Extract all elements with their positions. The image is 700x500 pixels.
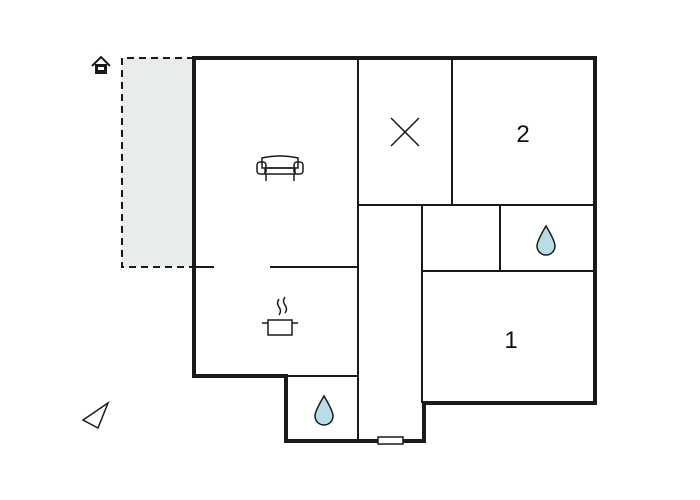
cross-icon [390, 117, 420, 147]
room-label-bedroom-1: 1 [504, 327, 517, 354]
cooking-pot-icon [262, 296, 298, 336]
water-drop-icon [314, 394, 334, 426]
terrace-outline [121, 57, 194, 268]
entrance-door [377, 436, 404, 445]
outer-wall [192, 56, 597, 443]
house-icon [91, 55, 111, 74]
terrace-area [122, 58, 194, 267]
water-drop-icon [536, 224, 556, 256]
room-label-bedroom-2: 2 [516, 121, 529, 148]
sofa-icon [256, 155, 304, 181]
compass-arrow-icon [81, 400, 110, 430]
